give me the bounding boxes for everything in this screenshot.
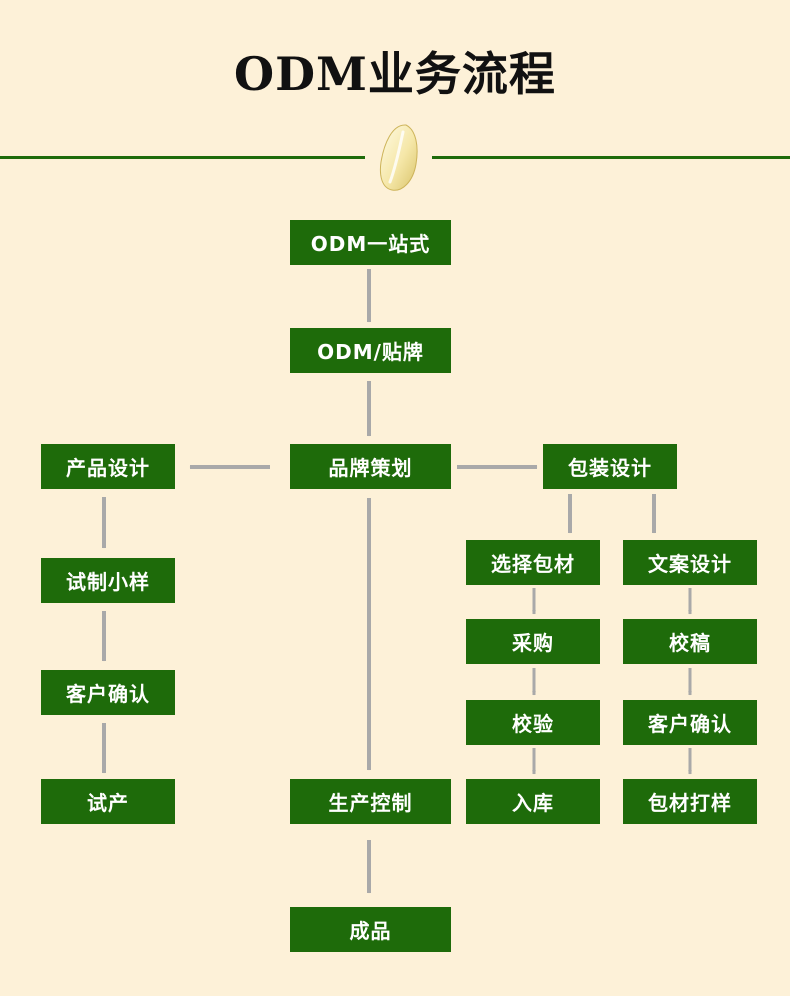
node-customer-confirm-left: 客户确认 (41, 670, 175, 715)
node-packaging-sample: 包材打样 (623, 779, 757, 824)
node-inspection: 校验 (466, 700, 600, 745)
divider-left (0, 156, 365, 159)
node-brand-planning: 品牌策划 (290, 444, 451, 489)
divider-right (432, 156, 790, 159)
rice-grain-icon (379, 124, 418, 191)
node-odm-label: ODM/贴牌 (290, 328, 451, 373)
node-finished-product: 成品 (290, 907, 451, 952)
node-odm-one-stop: ODM一站式 (290, 220, 451, 265)
node-warehousing: 入库 (466, 779, 600, 824)
page-title: ODM业务流程 (234, 47, 556, 101)
node-customer-confirm-right: 客户确认 (623, 700, 757, 745)
node-proofread: 校稿 (623, 619, 757, 664)
node-trial-production: 试产 (41, 779, 175, 824)
node-trial-sample: 试制小样 (41, 558, 175, 603)
node-packaging-design: 包装设计 (543, 444, 677, 489)
node-production-control: 生产控制 (290, 779, 451, 824)
node-select-packaging: 选择包材 (466, 540, 600, 585)
node-purchase: 采购 (466, 619, 600, 664)
node-copy-design: 文案设计 (623, 540, 757, 585)
node-product-design: 产品设计 (41, 444, 175, 489)
